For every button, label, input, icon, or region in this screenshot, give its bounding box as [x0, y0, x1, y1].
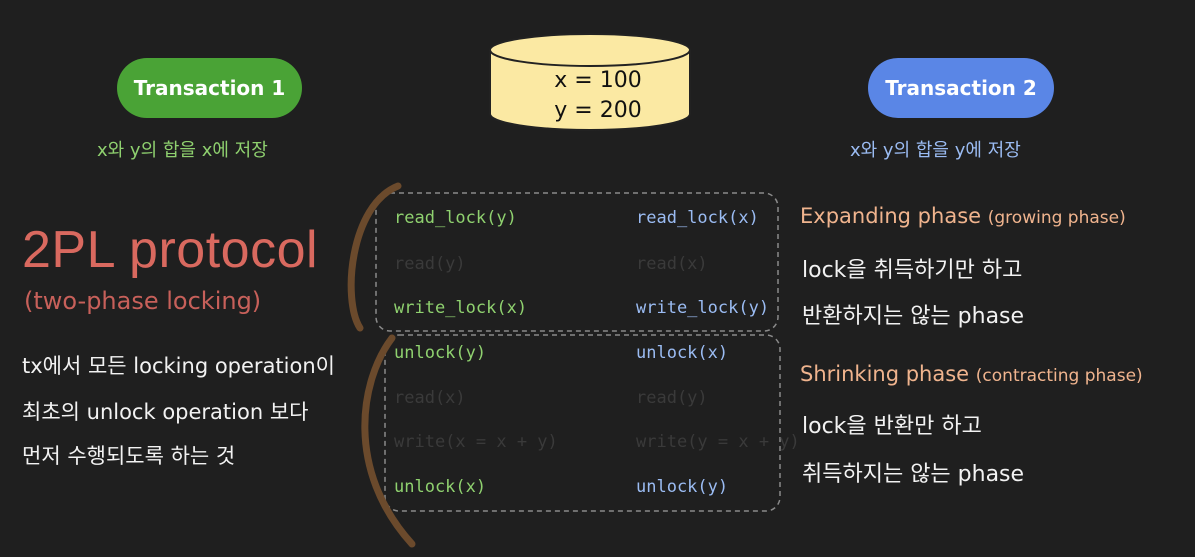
- tx1-operation: read(y): [394, 254, 466, 274]
- expanding-phase-line: lock을 취득하기만 하고: [802, 258, 1023, 283]
- transaction-2-badge: Transaction 2: [868, 58, 1054, 118]
- protocol-subtitle: (two-phase locking): [24, 287, 262, 315]
- transaction-1-goal: x와 y의 합을 x에 저장: [97, 140, 268, 161]
- expanding-phase-note: (growing phase): [987, 208, 1126, 228]
- protocol-description-line: 먼저 수행되도록 하는 것: [22, 444, 236, 468]
- tx1-operation: read(x): [394, 388, 466, 408]
- expanding-phase-name: Expanding phase: [800, 204, 982, 228]
- shrinking-phase-name: Shrinking phase: [800, 362, 970, 386]
- tx1-operation: write(x = x + y): [394, 432, 558, 452]
- transaction-1-badge: Transaction 1: [117, 58, 302, 118]
- database-icon: [489, 33, 691, 131]
- expanding-phase-line: 반환하지는 않는 phase: [802, 304, 1025, 329]
- tx1-operation: unlock(y): [394, 343, 487, 363]
- transaction-2-goal: x와 y의 합을 y에 저장: [850, 140, 1021, 161]
- bracket-upper: [347, 182, 402, 332]
- tx2-operation: read(y): [636, 388, 708, 408]
- database-x-value: x = 100: [554, 68, 642, 93]
- protocol-description-line: 최초의 unlock operation 보다: [22, 400, 309, 424]
- shrinking-phase-note: (contracting phase): [975, 366, 1143, 386]
- tx1-operation: read_lock(y): [394, 208, 517, 228]
- shrinking-phase-line: 취득하지는 않는 phase: [802, 462, 1025, 487]
- tx1-operation: write_lock(x): [394, 298, 528, 318]
- protocol-title: 2PL protocol: [22, 221, 319, 279]
- expanding-phase-title: Expanding phase (growing phase): [800, 204, 1126, 228]
- tx2-operation: read_lock(x): [636, 208, 759, 228]
- tx2-operation: write_lock(y): [636, 298, 770, 318]
- protocol-description-line: tx에서 모든 locking operation이: [22, 354, 335, 378]
- tx2-operation: read(x): [636, 254, 708, 274]
- shrinking-phase-line: lock을 반환만 하고: [802, 414, 982, 439]
- tx2-operation: write(y = x + y): [636, 432, 800, 452]
- database-y-value: y = 200: [554, 98, 642, 123]
- tx2-operation: unlock(x): [636, 343, 729, 363]
- tx1-operation: unlock(x): [394, 477, 487, 497]
- tx2-operation: unlock(y): [636, 477, 729, 497]
- shrinking-phase-title: Shrinking phase (contracting phase): [800, 362, 1143, 386]
